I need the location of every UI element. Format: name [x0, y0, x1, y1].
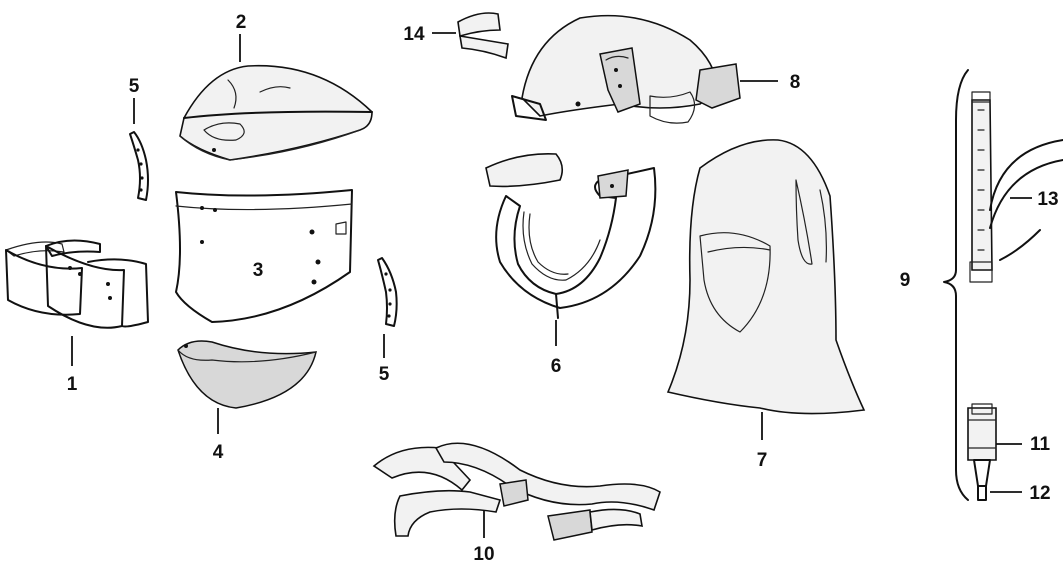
part-10-belt [372, 442, 661, 541]
callout-5-right: 5 [379, 364, 390, 385]
part-3-visor [175, 189, 353, 323]
callout-labels: 1 2 3 4 5 5 6 7 8 9 10 11 12 13 14 [67, 12, 1059, 565]
callout-8: 8 [790, 72, 801, 93]
part-4-chin-guard [177, 340, 317, 409]
part-2-top-cover [179, 64, 373, 161]
leader-lines [71, 32, 1032, 538]
callout-2: 2 [236, 12, 247, 33]
part-11-coupling [967, 403, 997, 461]
callout-11: 11 [1030, 434, 1051, 455]
callout-1: 1 [67, 374, 78, 395]
callout-3: 3 [253, 260, 264, 281]
part-8-headgear [511, 14, 741, 124]
callout-4: 4 [213, 442, 224, 463]
part-13-hose [989, 139, 1063, 261]
part-7-hood [666, 139, 866, 415]
callout-9: 9 [900, 270, 911, 291]
callout-5-left: 5 [129, 76, 140, 97]
callout-14: 14 [403, 24, 425, 45]
callout-13: 13 [1037, 189, 1058, 210]
callout-7: 7 [757, 450, 768, 471]
part-12-adapter [973, 459, 991, 501]
part-9-breathing-tube-assembly [943, 69, 993, 501]
callout-6: 6 [551, 356, 562, 377]
part-14-sweatband [457, 12, 509, 60]
part-5-seal-strip-right [377, 257, 398, 327]
part-5-seal-strip-left [129, 131, 149, 201]
part-1-side-shields [5, 239, 149, 329]
callout-12: 12 [1029, 483, 1050, 504]
callout-10: 10 [473, 544, 494, 565]
part-6-face-seal [485, 152, 657, 319]
